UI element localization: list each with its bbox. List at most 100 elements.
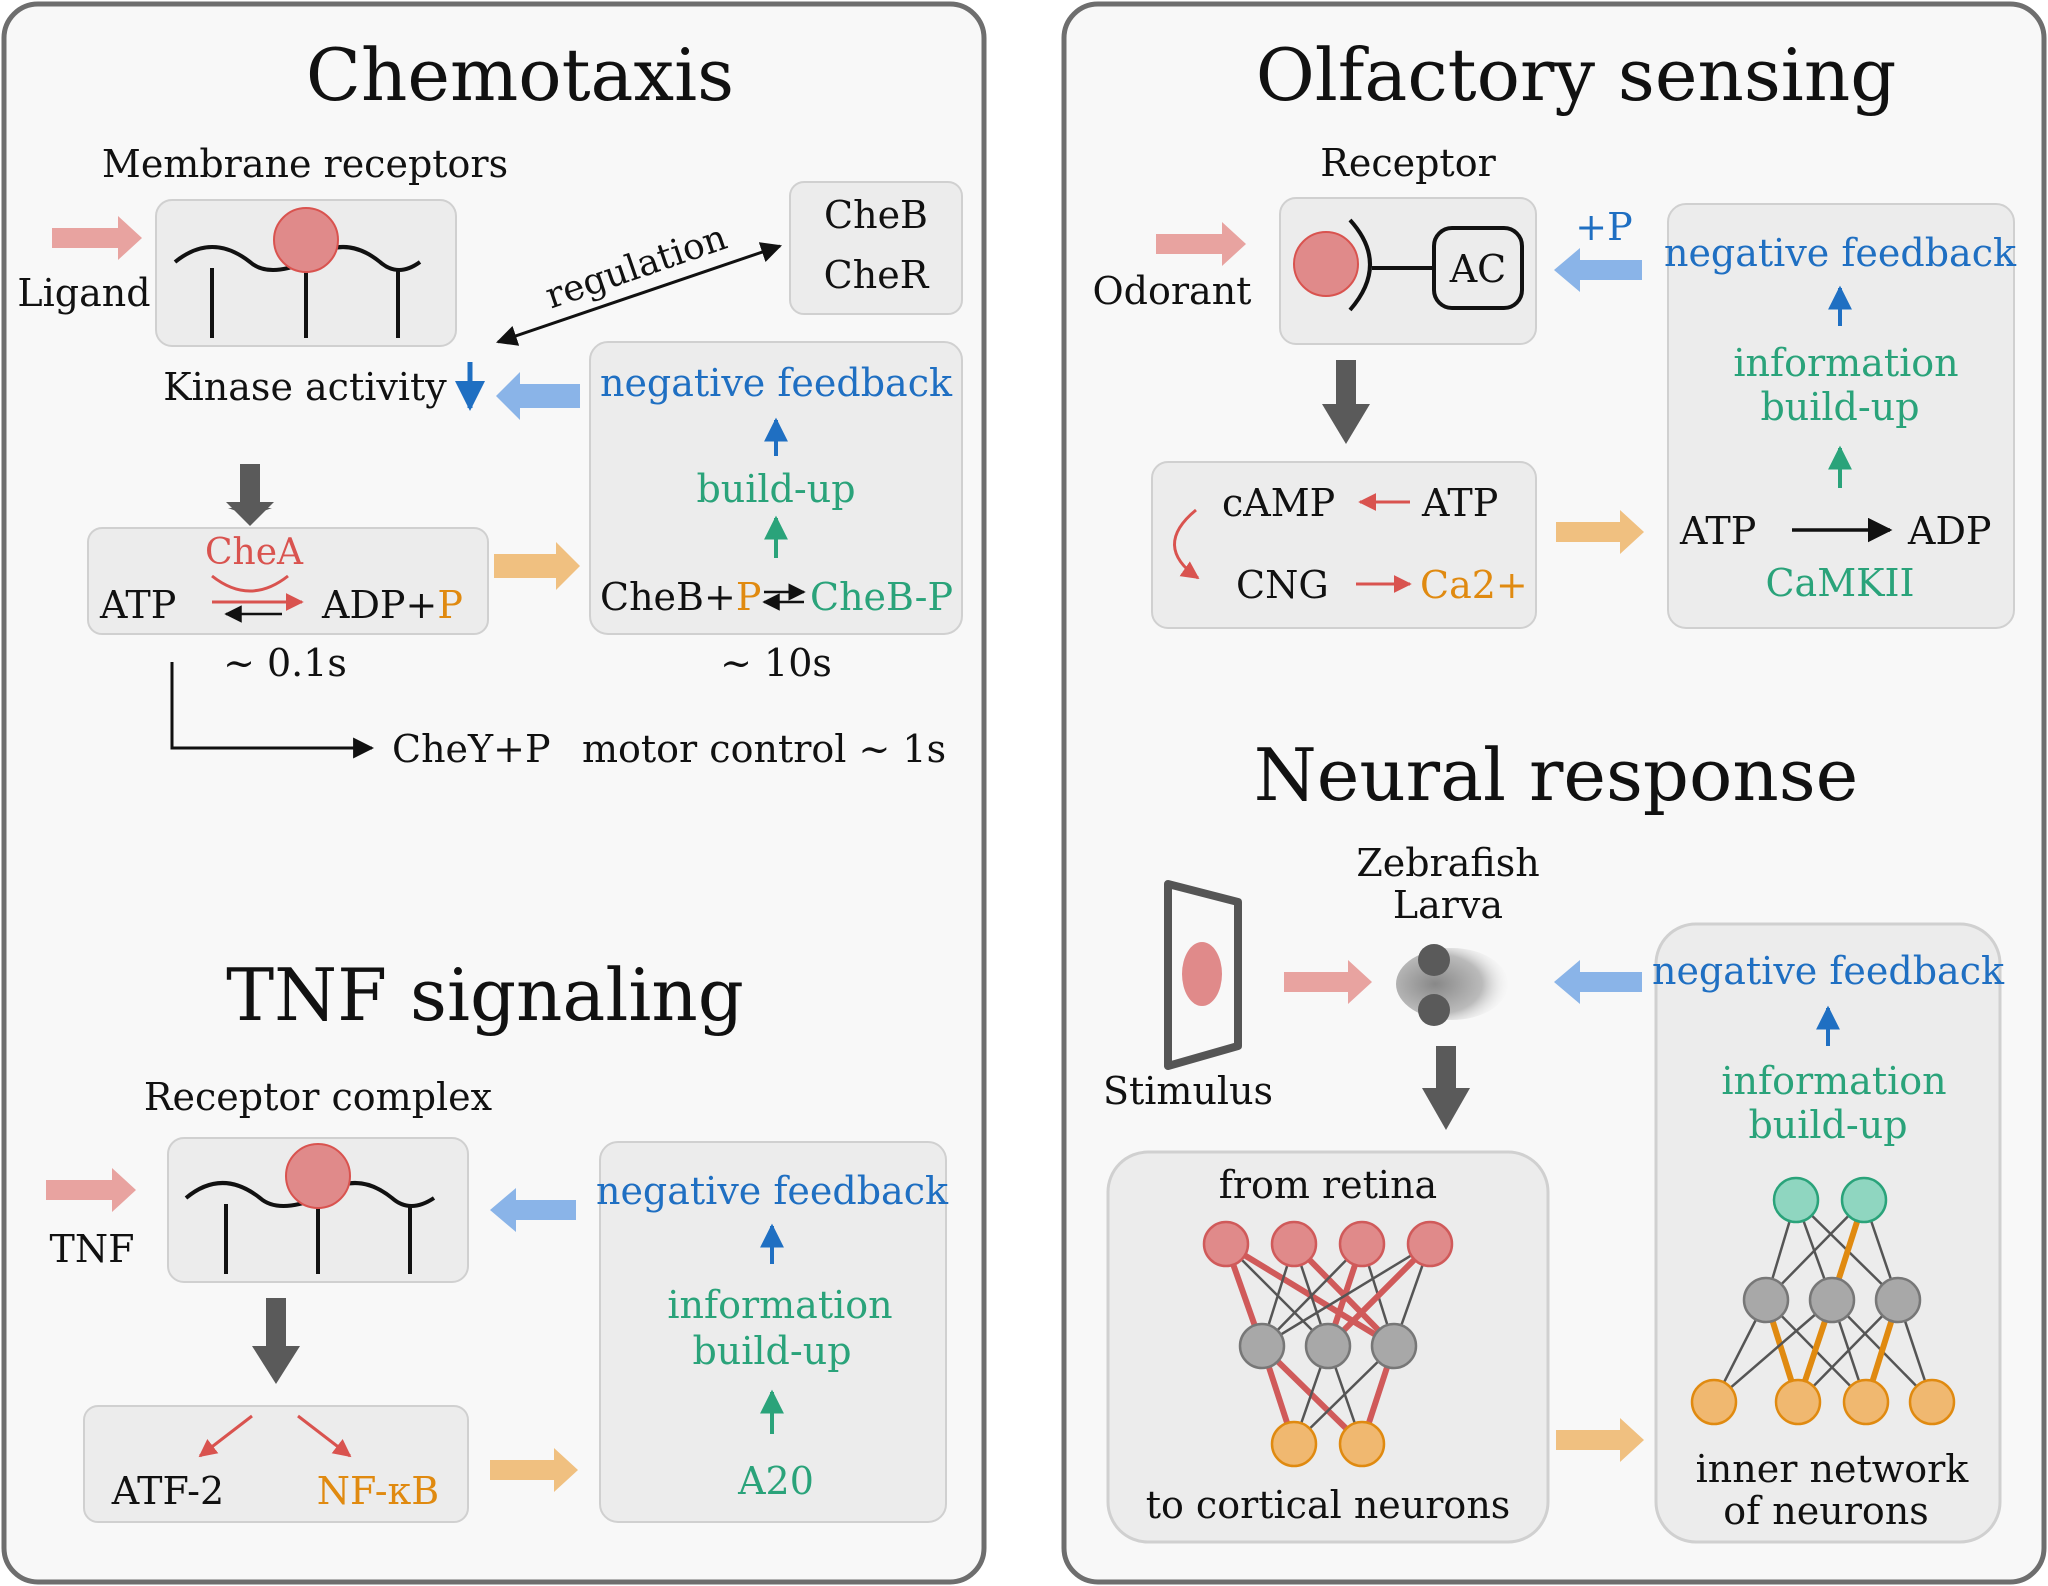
adp2-label: ADP <box>1907 509 1991 553</box>
from-retina-label: from retina <box>1219 1163 1437 1207</box>
cheb-label: CheB <box>824 193 928 237</box>
ligand-label: Ligand <box>17 271 150 315</box>
chemotaxis-down-arrow <box>226 502 274 526</box>
tnf-buildup: build-up <box>692 1329 851 1373</box>
retina-input-node <box>1202 1220 1250 1268</box>
neural-negative-feedback: negative feedback <box>1652 949 2005 993</box>
tnf-input-arrow <box>46 1168 136 1212</box>
stimulus-arrow <box>1284 960 1372 1004</box>
camp-label: cAMP <box>1222 481 1335 525</box>
motor-control-label: motor control ~ 1s <box>582 727 946 771</box>
inner-edge <box>1765 1199 1865 1301</box>
odorant-molecule <box>1293 231 1359 297</box>
olfactory-buildup: build-up <box>1760 385 1919 429</box>
retina-input-node <box>1270 1220 1318 1268</box>
zebrafish-label: Zebrafish <box>1356 841 1539 885</box>
cng-label: CNG <box>1236 563 1329 607</box>
camp-box <box>1151 461 1537 629</box>
retina-network-nodes <box>1202 1220 1454 1468</box>
zebrafish-larva-icon <box>1396 944 1508 1026</box>
larva-label: Larva <box>1393 883 1503 927</box>
retina-input-node <box>1406 1220 1454 1268</box>
retina-hidden-node <box>1370 1322 1418 1370</box>
cher-label: CheR <box>824 253 930 297</box>
inner-input-node <box>1774 1378 1822 1426</box>
olfactory-receptor-label: Receptor <box>1320 141 1496 185</box>
chemotaxis-feedback-box <box>589 341 963 635</box>
chea-box <box>87 527 489 635</box>
tnf-down-arrow <box>252 1346 300 1384</box>
olfactory-feedback-box <box>1667 203 2015 629</box>
plus-p-label: +P <box>1575 205 1632 249</box>
chey-arrow <box>170 662 375 759</box>
ac-label: AC <box>1449 247 1507 291</box>
atp2-label: ATP <box>1679 509 1756 553</box>
ligand-arrow <box>52 216 142 260</box>
tnf-orange-arrow <box>490 1448 578 1492</box>
chey-label: CheY+P <box>392 727 551 771</box>
ligand-molecule <box>273 207 339 273</box>
retina-hidden-node <box>1238 1322 1286 1370</box>
retina-output-node <box>1338 1420 1386 1468</box>
inner-output-node <box>1840 1176 1888 1224</box>
inner-input-node <box>1842 1378 1890 1426</box>
stimulus-label: Stimulus <box>1103 1069 1273 1113</box>
atf2-label: ATF-2 <box>111 1469 224 1513</box>
regulation-arrow <box>496 242 782 346</box>
ca-label: Ca2+ <box>1420 563 1528 607</box>
olfactory-negative-feedback: negative feedback <box>1664 231 2017 275</box>
chemotaxis-feedback-arrow <box>496 372 580 420</box>
tnf-title: TNF signaling <box>226 953 744 1037</box>
inner-input-node <box>1690 1378 1738 1426</box>
chea-label: CheA <box>205 532 304 573</box>
nfkb-arrow <box>297 1414 352 1458</box>
stimulus-screen <box>1164 880 1242 1070</box>
neural-information: information <box>1721 1059 1946 1103</box>
retina-edge <box>1261 1242 1431 1348</box>
to-cortical-label: to cortical neurons <box>1146 1483 1511 1527</box>
cheb-cher-box <box>789 181 963 315</box>
camkii-label: CaMKII <box>1765 561 1914 605</box>
neural-feedback-arrow <box>1554 960 1642 1004</box>
atp-label: ATP <box>99 583 176 627</box>
inner-edge <box>1713 1299 1833 1403</box>
olfactory-information: information <box>1733 341 1958 385</box>
inner-network-nodes <box>1690 1176 1956 1426</box>
ac-box <box>1432 226 1524 310</box>
neural-down-arrow <box>1422 1088 1470 1130</box>
retina-edge <box>1261 1243 1363 1347</box>
retina-output-node <box>1270 1420 1318 1468</box>
inner-output-node <box>1772 1176 1820 1224</box>
retina-hidden-node <box>1304 1322 1352 1370</box>
cheb-p-label: CheB-P <box>810 575 953 619</box>
tnf-information: information <box>667 1283 892 1327</box>
receptor-membrane-arc <box>1348 218 1372 312</box>
of-neurons-label: of neurons <box>1723 1489 1928 1533</box>
kinase-activity-label: Kinase activity <box>163 365 447 409</box>
cheb-reaction: CheB+P <box>600 575 761 619</box>
receptor-complex-label: Receptor complex <box>144 1075 492 1119</box>
chemotaxis-buildup: build-up <box>696 467 855 511</box>
tnf-label: TNF <box>50 1227 135 1271</box>
retina-input-node <box>1338 1220 1386 1268</box>
atf2-arrow <box>198 1414 253 1458</box>
inner-hidden-node <box>1874 1276 1922 1324</box>
time-slow-label: ~ 10s <box>720 641 832 685</box>
nfkb-label: NF-κB <box>317 1469 439 1513</box>
olfactory-down-arrow <box>1322 404 1370 444</box>
tnf-molecule <box>285 1143 351 1209</box>
inner-hidden-node <box>1742 1276 1790 1324</box>
neural-buildup: build-up <box>1748 1103 1907 1147</box>
cheb-equilibrium-arrow <box>762 583 806 611</box>
membrane-receptors-label: Membrane receptors <box>102 142 508 186</box>
chea-catalysis-arc <box>211 574 289 593</box>
odorant-arrow <box>1156 222 1246 266</box>
inner-input-node <box>1908 1378 1956 1426</box>
neural-title: Neural response <box>1254 733 1859 817</box>
adp-label: ADP+P <box>321 583 463 627</box>
tnf-feedback-box <box>599 1141 947 1523</box>
odorant-label: Odorant <box>1093 269 1252 313</box>
retina-edge <box>1325 1241 1433 1349</box>
chemotaxis-negative-feedback: negative feedback <box>600 361 953 405</box>
